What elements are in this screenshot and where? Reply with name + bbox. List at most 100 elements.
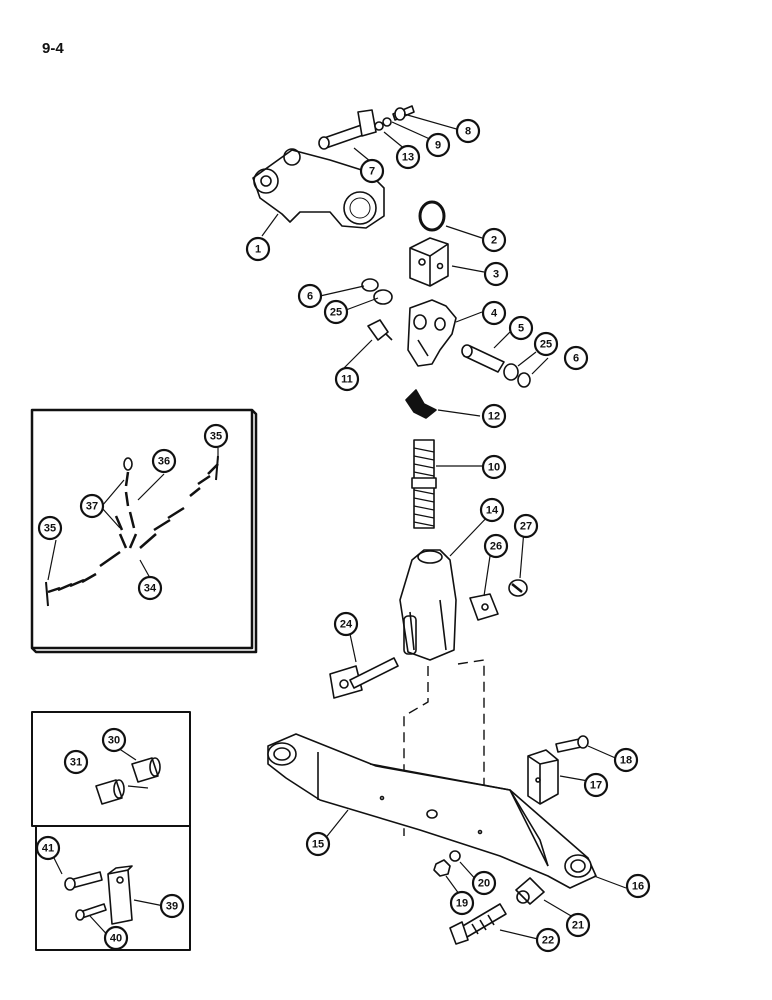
callout-number: 21 bbox=[572, 920, 584, 932]
callout-circle bbox=[151, 448, 177, 474]
callout-24: 24 bbox=[333, 611, 359, 637]
callout-36: 36 bbox=[151, 448, 177, 474]
callout-number: 1 bbox=[255, 244, 261, 256]
callout-circle bbox=[508, 315, 534, 341]
callout-number: 36 bbox=[158, 456, 170, 468]
callout-18: 18 bbox=[613, 747, 639, 773]
callout-number: 19 bbox=[456, 898, 468, 910]
callout-number: 41 bbox=[42, 843, 54, 855]
part-clip-12 bbox=[405, 389, 437, 419]
callout-13: 13 bbox=[395, 144, 421, 170]
callout-4: 4 bbox=[481, 300, 507, 326]
callout-number: 17 bbox=[590, 780, 602, 792]
inset-bushings bbox=[31, 711, 191, 951]
callout-6: 6 bbox=[297, 283, 323, 309]
callout-number: 22 bbox=[542, 935, 554, 947]
callout-number: 24 bbox=[340, 619, 353, 631]
part-bolt-22 bbox=[449, 903, 507, 945]
callout-14: 14 bbox=[479, 497, 505, 523]
callout-21: 21 bbox=[565, 912, 591, 938]
callout-number: 10 bbox=[488, 462, 500, 474]
callout-number: 14 bbox=[486, 505, 499, 517]
inset-chain-assembly bbox=[30, 408, 258, 654]
callout-circle bbox=[79, 493, 105, 519]
part-hardware-8-9-13 bbox=[374, 105, 415, 131]
callout-16: 16 bbox=[625, 873, 651, 899]
callout-number: 11 bbox=[341, 374, 353, 386]
callout-circle bbox=[305, 831, 331, 857]
callout-30: 30 bbox=[101, 727, 127, 753]
callout-number: 35 bbox=[210, 431, 222, 443]
callout-20: 20 bbox=[471, 870, 497, 896]
callout-number: 16 bbox=[632, 881, 644, 893]
callout-circle bbox=[395, 144, 421, 170]
part-pin-7 bbox=[318, 109, 377, 150]
callout-10: 10 bbox=[481, 454, 507, 480]
callout-circle bbox=[625, 873, 651, 899]
callout-number: 4 bbox=[491, 308, 498, 320]
callout-number: 8 bbox=[465, 126, 471, 138]
callout-31: 31 bbox=[63, 749, 89, 775]
part-washers-right bbox=[503, 363, 531, 388]
callout-circle bbox=[471, 870, 497, 896]
callout-circle bbox=[203, 423, 229, 449]
callout-41: 41 bbox=[35, 835, 61, 861]
callout-circle bbox=[481, 454, 507, 480]
callout-number: 7 bbox=[369, 166, 375, 178]
callout-number: 35 bbox=[44, 523, 56, 535]
callout-5: 5 bbox=[508, 315, 534, 341]
callout-number: 27 bbox=[520, 521, 532, 533]
part-bolt-18 bbox=[555, 735, 589, 753]
callout-number: 25 bbox=[540, 339, 552, 351]
callout-35: 35 bbox=[203, 423, 229, 449]
callout-circle bbox=[513, 513, 539, 539]
callout-circle bbox=[483, 261, 509, 287]
callout-circle bbox=[297, 283, 323, 309]
callout-22: 22 bbox=[535, 927, 561, 953]
part-clevis-4 bbox=[407, 299, 457, 367]
callout-circle bbox=[479, 497, 505, 523]
callout-17: 17 bbox=[583, 772, 609, 798]
callout-circle bbox=[481, 227, 507, 253]
callout-circle bbox=[565, 912, 591, 938]
callout-circle bbox=[481, 403, 507, 429]
callout-circle bbox=[63, 749, 89, 775]
part-sleeve-21 bbox=[515, 877, 545, 905]
callout-40: 40 bbox=[103, 925, 129, 951]
callout-circle bbox=[535, 927, 561, 953]
callout-number: 40 bbox=[110, 933, 122, 945]
part-snap-ring bbox=[418, 200, 446, 232]
callout-circle bbox=[481, 300, 507, 326]
callout-3: 3 bbox=[483, 261, 509, 287]
callout-number: 34 bbox=[144, 583, 157, 595]
callout-circle bbox=[37, 515, 63, 541]
part-lift-arm bbox=[252, 148, 385, 229]
callout-25: 25 bbox=[323, 299, 349, 325]
part-lower-link bbox=[267, 733, 597, 889]
callout-7: 7 bbox=[359, 158, 385, 184]
callout-8: 8 bbox=[455, 118, 481, 144]
part-washers-upper bbox=[361, 278, 393, 305]
callout-1: 1 bbox=[245, 236, 271, 262]
part-block bbox=[409, 237, 449, 287]
callout-circle bbox=[35, 835, 61, 861]
callout-circle bbox=[483, 533, 509, 559]
callout-number: 6 bbox=[573, 353, 579, 365]
callout-37: 37 bbox=[79, 493, 105, 519]
callout-number: 37 bbox=[86, 501, 98, 513]
callout-12: 12 bbox=[481, 403, 507, 429]
callout-number: 25 bbox=[330, 307, 342, 319]
callout-circle bbox=[533, 331, 559, 357]
callouts: 1234566789101112131415161718192021222425… bbox=[35, 118, 651, 953]
callout-27: 27 bbox=[513, 513, 539, 539]
callout-number: 39 bbox=[166, 901, 178, 913]
page-number: 9-4 bbox=[42, 40, 64, 57]
callout-number: 6 bbox=[307, 291, 313, 303]
callout-number: 9 bbox=[435, 140, 441, 152]
callout-circle bbox=[425, 132, 451, 158]
part-pin-24 bbox=[329, 657, 399, 699]
callout-circle bbox=[563, 345, 589, 371]
part-nuts-19-20 bbox=[433, 850, 461, 877]
callout-number: 18 bbox=[620, 755, 632, 767]
callout-number: 2 bbox=[491, 235, 497, 247]
